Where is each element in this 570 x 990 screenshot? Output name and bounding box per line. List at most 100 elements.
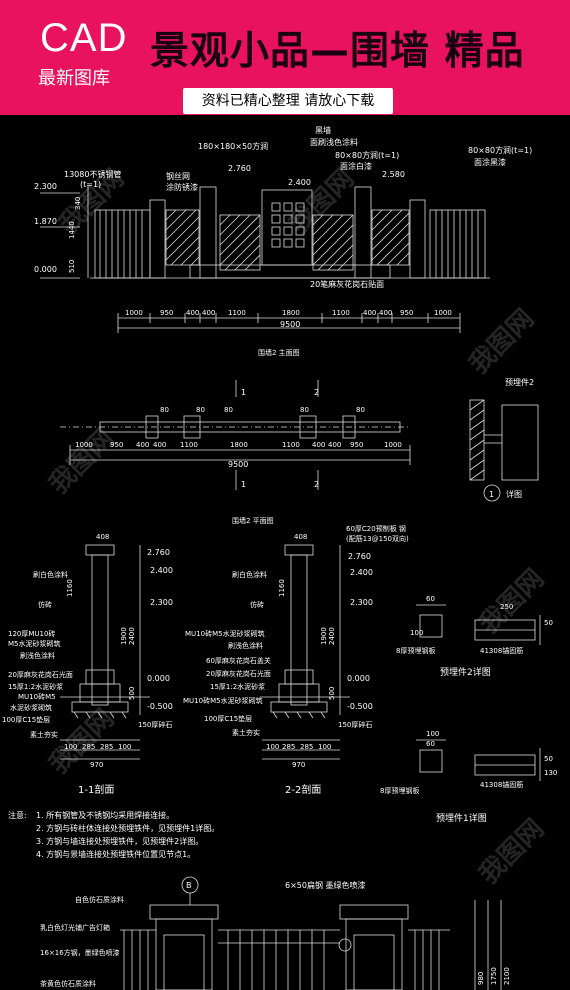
note-line: 4. 方钢与景墙连接处预埋铁件位置见节点1。 xyxy=(36,849,195,859)
view-caption: 2-2剖面 xyxy=(285,783,321,796)
label: 80×80方涧(t=1) xyxy=(468,145,532,155)
section2-labels: 408 60厚C20预制板 钢 (配筋13@150双向) 2.760 2.400… xyxy=(183,524,409,796)
watermark: 我图网 xyxy=(474,814,550,890)
watermark: 我图网 xyxy=(474,564,550,640)
dim: 130 xyxy=(544,769,557,777)
v-dim: 1900 xyxy=(120,627,128,645)
v-dim: 1750 xyxy=(490,967,498,985)
dim: 408 xyxy=(96,533,109,541)
level: 2.760 xyxy=(348,552,371,561)
dim: 100 xyxy=(426,730,439,738)
detail-caption: 预埋件2详图 xyxy=(440,666,491,678)
label: 13080不锈钢管 xyxy=(64,169,121,179)
detail2-labels: 预埋件2 1 详图 xyxy=(489,377,534,499)
dim: 100 xyxy=(266,743,279,751)
banner-subtitle: 最新图库 xyxy=(38,68,110,89)
dim: 400 xyxy=(328,441,341,449)
material-label: 150厚碎石 xyxy=(138,720,172,729)
section2-drawing xyxy=(260,544,350,760)
watermark: 我图网 xyxy=(44,704,120,780)
material-label: 15厚1:2水泥砂浆 xyxy=(8,682,63,691)
dim: 285 xyxy=(100,743,113,751)
detail-circle: 1 xyxy=(489,490,494,499)
dim: 285 xyxy=(300,743,313,751)
level: 2.400 xyxy=(288,178,311,187)
banner-title: 景观小品—围墙 精品 xyxy=(150,29,525,74)
level: -0.500 xyxy=(347,702,373,711)
dim: 1800 xyxy=(282,309,300,317)
material-label: 150厚碎石 xyxy=(338,720,372,729)
embed1-labels: 100 60 50 130 8厚预埋钢板 41308锚固筋 预埋件1详图 xyxy=(380,730,557,824)
level: -0.500 xyxy=(147,702,173,711)
material-label: 刷浅色涂料 xyxy=(228,641,263,650)
section-mark: 2 xyxy=(314,480,319,489)
dim: 1100 xyxy=(332,309,350,317)
material-label: 刷白色涂料 xyxy=(33,570,68,579)
plan-drawing xyxy=(60,380,411,490)
dim: 60 xyxy=(426,740,435,748)
section-mark: 1 xyxy=(241,480,246,489)
level: 2.300 xyxy=(34,182,57,191)
dim: 50 xyxy=(544,755,553,763)
v-dim: 2400 xyxy=(328,627,336,645)
level: 0.000 xyxy=(347,674,370,683)
gate-drawing xyxy=(120,876,502,990)
label: 180×180×50方涧 xyxy=(198,141,268,151)
note-line: 3. 方钢与墙连接处预埋铁件，见预埋件2详图。 xyxy=(36,836,203,846)
level: 0.000 xyxy=(34,265,57,274)
cad-title: CAD xyxy=(40,16,128,60)
note: 6×50扁钢 墨绿色喷漆 xyxy=(285,880,366,890)
dim: 950 xyxy=(160,309,173,317)
material-label: 15厚1:2水泥砂浆 xyxy=(210,682,265,691)
detail-caption: 详图 xyxy=(506,489,522,499)
dim: 1000 xyxy=(75,441,93,449)
material-label: 刷浅色涂料 xyxy=(20,651,55,660)
material-label: 120厚MU10砖 xyxy=(8,629,55,638)
view-caption: 围墙2 主面图 xyxy=(258,348,300,357)
plan-labels: 1 2 1 2 80 80 80 80 80 1000 950 400 400 … xyxy=(75,388,402,525)
download-notice: 资料已精心整理 请放心下载 xyxy=(183,88,393,114)
note: 41308锚固筋 xyxy=(480,646,523,655)
detail2-drawing xyxy=(469,399,539,502)
dim: 1100 xyxy=(180,441,198,449)
dim: 100 xyxy=(118,743,131,751)
label: 面涂白漆 xyxy=(340,161,372,171)
dim: 400 xyxy=(202,309,215,317)
dim: 100 xyxy=(318,743,331,751)
material-label: 乳白色灯光铺广告灯箱 xyxy=(40,923,110,932)
dim-total: 970 xyxy=(90,761,103,769)
header-banner: CAD 最新图库 景观小品—围墙 精品 资料已精心整理 请放心下载 xyxy=(0,0,570,115)
dim: 80 xyxy=(224,406,233,414)
section1-drawing xyxy=(60,544,150,760)
level: 2.300 xyxy=(150,598,173,607)
gate-mark: B xyxy=(186,881,192,890)
label: 涂防锈漆 xyxy=(166,182,198,192)
dim-total: 970 xyxy=(292,761,305,769)
v-dim: 1900 xyxy=(320,627,328,645)
dim: 1800 xyxy=(230,441,248,449)
material-label: M5水泥砂浆砌筑 xyxy=(8,639,61,648)
material-label: 自色仿石质涂料 xyxy=(75,895,124,904)
embed2-drawing xyxy=(416,604,541,645)
notes-block: 注意: 1. 所有钢管及不锈钢均采用焊接连接。 2. 方钢与砖柱体连接处预埋铁件… xyxy=(8,810,219,859)
note-line: 2. 方钢与砖柱体连接处预埋铁件，见预埋件1详图。 xyxy=(36,823,219,833)
watermark-group: 我图网 我图网 我图网 我图网 我图网 我图网 我图网 xyxy=(44,164,550,890)
note: 41308锚固筋 xyxy=(480,780,523,789)
label: 80×80方涧(t=1) xyxy=(335,150,399,160)
label: 钢丝网 xyxy=(166,171,190,181)
material-label: 16×16方钢，墨绿色喷漆 xyxy=(40,948,120,957)
dim: 100 xyxy=(64,743,77,751)
dim: 285 xyxy=(82,743,95,751)
level: 2.760 xyxy=(147,548,170,557)
dim: 250 xyxy=(500,603,513,611)
dim: 400 xyxy=(312,441,325,449)
material-label: 素土夯实 xyxy=(30,730,58,739)
v-dim: 500 xyxy=(328,687,336,700)
note: 8厚预埋钢板 xyxy=(396,646,435,655)
v-dim: 1160 xyxy=(66,579,74,597)
dim: 950 xyxy=(350,441,363,449)
dim: 50 xyxy=(544,619,553,627)
level: 1.870 xyxy=(34,217,57,226)
dim: 400 xyxy=(136,441,149,449)
dim: 1000 xyxy=(434,309,452,317)
